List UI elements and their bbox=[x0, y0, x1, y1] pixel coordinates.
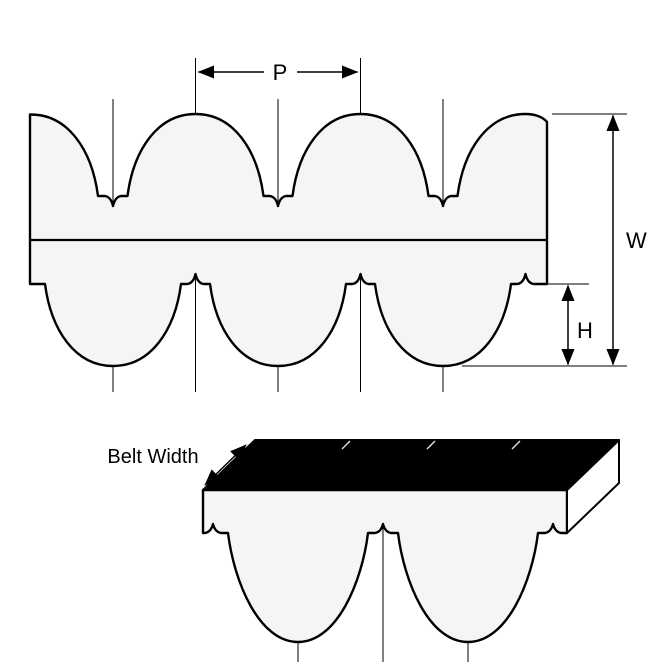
tooth-centerline-tick-3 bbox=[511, 440, 521, 450]
belt-width-arrow bbox=[204, 444, 247, 486]
width-dimension: W bbox=[462, 113, 647, 367]
tooth-height-dimension: H bbox=[547, 283, 593, 366]
pitch-label: P bbox=[273, 60, 288, 85]
belt-cross-section-view: P W H bbox=[28, 58, 647, 392]
belt-width-label: Belt Width bbox=[107, 446, 198, 468]
belt-width-dimension: Belt Width bbox=[107, 444, 247, 486]
belt-isometric-view: Belt Width bbox=[107, 439, 620, 662]
tooth-centerline-tick-2 bbox=[426, 440, 436, 450]
tooth-height-label: H bbox=[577, 318, 593, 343]
width-label: W bbox=[626, 228, 647, 253]
tooth-centerline-tick-1 bbox=[341, 440, 351, 450]
belt-front-face bbox=[201, 488, 569, 644]
pitch-dimension: P bbox=[197, 60, 359, 85]
belt-top-surface bbox=[202, 439, 620, 491]
